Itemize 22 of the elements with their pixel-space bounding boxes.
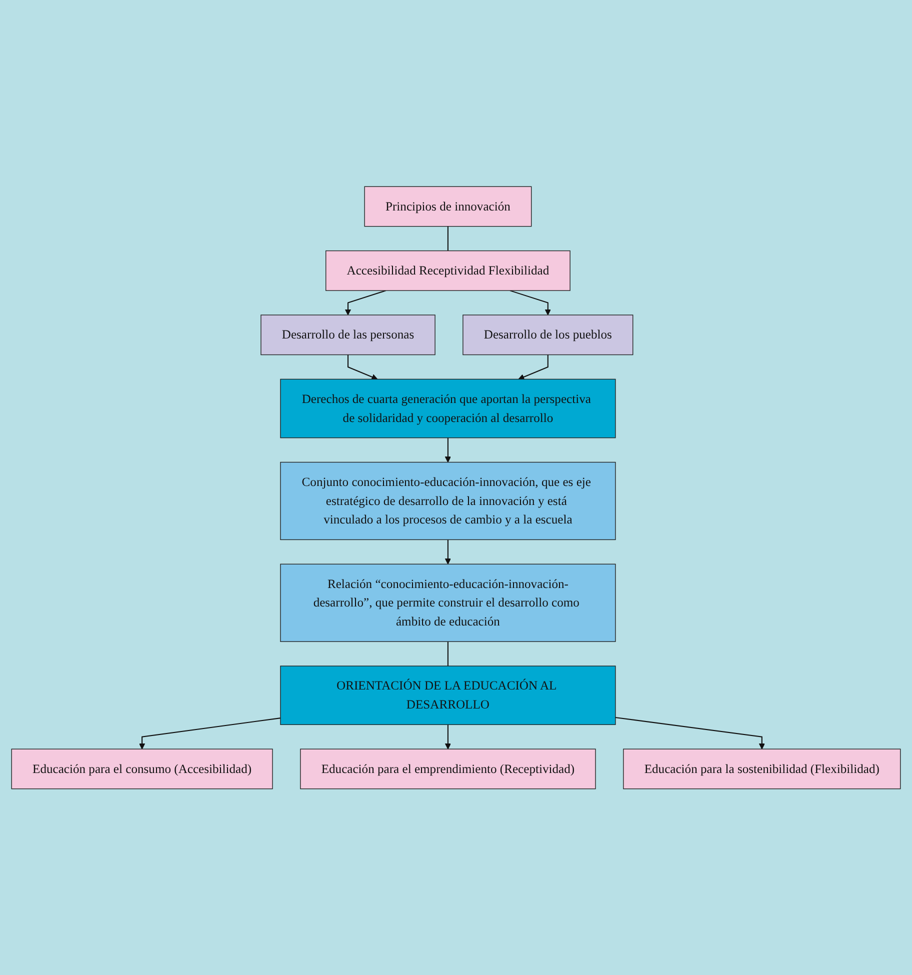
node-box: Educación para el consumo (Accesibilidad) (11, 748, 273, 789)
node-box: Conjunto conocimiento-educación-innovación, que es eje estratégico de desarrollo de la innovación y está vinculado a los procesos de cambio y a la escuela (280, 462, 616, 540)
node-box: Derechos de cuarta generación que aportan la perspectiva de solidaridad y cooperación al desarrollo (280, 378, 616, 438)
arrow (347, 354, 378, 380)
node-box: Desarrollo de las personas (260, 314, 436, 355)
arrow (615, 716, 765, 750)
arrow (444, 540, 452, 564)
node-box: Educación para la sostenibilidad (Flexibilidad) (623, 748, 901, 789)
node-box: ORIENTACIÓN DE LA EDUCACIÓN AL DESARROLLO (280, 665, 616, 725)
node-box: Educación para el emprendimiento (Receptividad) (300, 748, 596, 789)
arrow (138, 717, 281, 750)
connector (447, 226, 448, 251)
arrow (444, 724, 452, 750)
node-box: Desarrollo de los pueblos (462, 314, 634, 355)
node-box: Principios de innovación (364, 186, 532, 226)
connector (447, 641, 448, 666)
arrow (510, 290, 551, 316)
node-box: Accesibilidad Receptividad Flexibilidad (326, 250, 570, 291)
arrow (518, 354, 548, 380)
arrow (444, 438, 452, 462)
arrow (344, 290, 386, 316)
node-box: Relación “conocimiento-educación-innovación-desarrollo”, que permite construir el desarrollo como ámbito de educación (280, 564, 616, 642)
